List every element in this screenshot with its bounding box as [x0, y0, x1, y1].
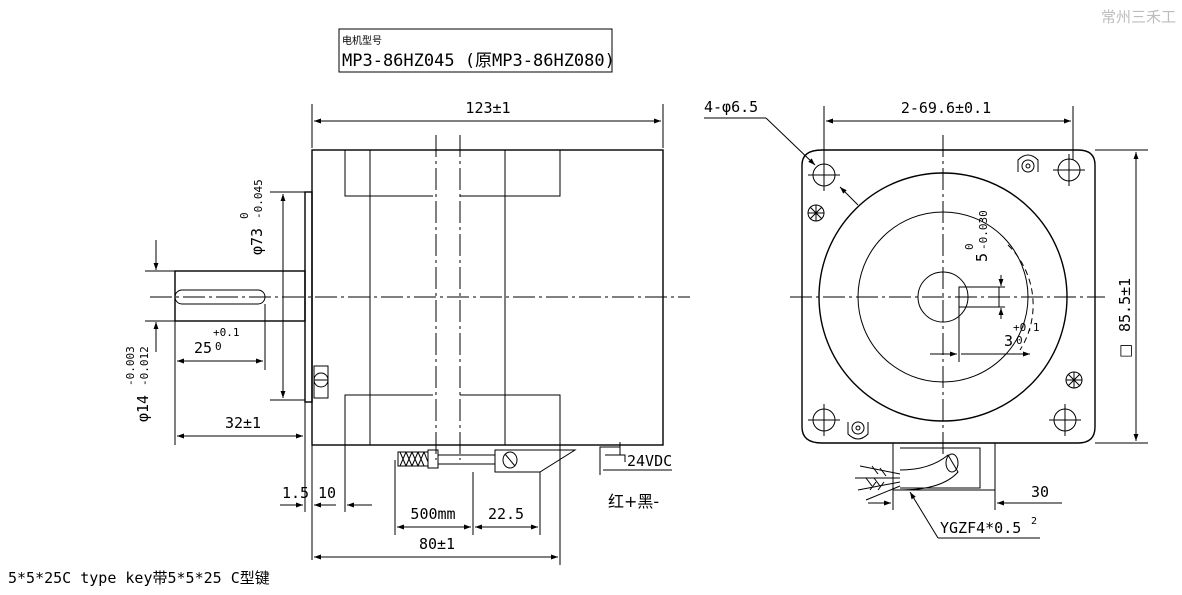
cable-spec-text: YGZF4*0.5 [940, 519, 1021, 537]
flange-diameter-tol-lower: -0.045 [252, 179, 265, 219]
front-screws [807, 154, 1083, 440]
hole-spacing-text: 2-69.6±0.1 [901, 99, 991, 117]
shaft-diameter-text: φ14 [134, 395, 152, 422]
power-terminal: 24VDC 红+黑- [599, 442, 672, 511]
cable-length-text: 500mm [410, 505, 455, 523]
shaft-length-text: 32±1 [225, 414, 261, 432]
dim-shaft-length: 32±1 [174, 370, 303, 445]
side-view: 123±1 [124, 99, 690, 565]
cable-exit-text: 30 [1031, 483, 1049, 501]
shaft-diameter-tol-lower: -0.012 [138, 346, 151, 386]
dim-cable-length: 500mm 22.5 [397, 505, 538, 530]
model-box-model: MP3-86HZ045 (原MP3-86HZ080) [342, 51, 615, 71]
boss-length-text: 10 [318, 484, 336, 502]
dim-frame-size: □ 85.5±1 [1095, 149, 1148, 444]
key-width-tol-lower: -0.030 [977, 210, 990, 250]
connector-offset-text: 22.5 [488, 505, 524, 523]
key-length-tol-lower: 0 [215, 340, 222, 353]
mounting-hole-callout: 4-φ6.5 [704, 98, 859, 206]
front-view: 4-φ6.5 2-69.6±0.1 [704, 98, 1148, 539]
motor-cable [394, 449, 577, 535]
dim-key-width: 5 0 -0.030 [958, 210, 1005, 319]
supply-voltage-text: 24VDC [627, 452, 672, 470]
dim-shaft-diameter: φ14 -0.003 -0.012 [124, 240, 175, 422]
frame-size-text: 85.5±1 [1116, 278, 1134, 332]
dim-hole-spacing: 2-69.6±0.1 [823, 99, 1074, 170]
dim-cable-exit: 30 [868, 483, 1062, 506]
flange-diameter-text: φ73 [248, 228, 266, 255]
dim-flange-thickness: 1.5 10 [280, 395, 372, 560]
key-footnote: 5*5*25C type key带5*5*25 C型键 [8, 569, 270, 587]
dim-flange-diameter: φ73 0 -0.045 [238, 179, 305, 401]
dim-body-length: 80±1 [314, 445, 561, 565]
key-width-text: 5 [973, 253, 991, 262]
shaft-diameter-tol-upper: -0.003 [124, 346, 137, 386]
polarity-text: 红+黑- [608, 492, 659, 511]
frame-size-symbol: □ [1116, 344, 1134, 358]
model-box-label: 电机型号 [342, 34, 382, 47]
key-length-text: 25 [194, 339, 212, 357]
key-depth-tol-lower: 0 [1016, 334, 1023, 347]
shaft [174, 270, 306, 322]
flange-thickness-text: 1.5 [282, 484, 309, 502]
cable-spec-callout: YGZF4*0.5 2 [909, 491, 1040, 539]
body-length-text: 80±1 [419, 535, 455, 553]
front-frame [801, 149, 1096, 444]
key-length-tol-upper: +0.1 [213, 326, 240, 339]
model-box-border [338, 28, 613, 73]
watermark-text: 常州三禾工 [1101, 8, 1176, 26]
front-mounting-holes [808, 154, 1085, 436]
cable-spec-exponent: 2 [1031, 516, 1037, 527]
key-depth-text: 3 [1004, 332, 1013, 350]
flange-diameter-tol-upper: 0 [238, 212, 251, 219]
key-depth-tol-upper: +0.1 [1013, 321, 1040, 334]
dim-key-length: 25 +0.1 0 [174, 304, 266, 370]
front-dashed-arc [1007, 244, 1034, 351]
model-title-block: 电机型号 MP3-86HZ045 (原MP3-86HZ080) [338, 28, 615, 73]
overall-length-text: 123±1 [465, 99, 510, 117]
key-width-tol-upper: 0 [963, 243, 976, 250]
dim-overall-length: 123±1 [311, 99, 664, 148]
front-cable-exit [855, 443, 996, 510]
mounting-holes-text: 4-φ6.5 [704, 98, 758, 116]
dim-key-depth: 3 +0.1 0 [930, 307, 1040, 362]
